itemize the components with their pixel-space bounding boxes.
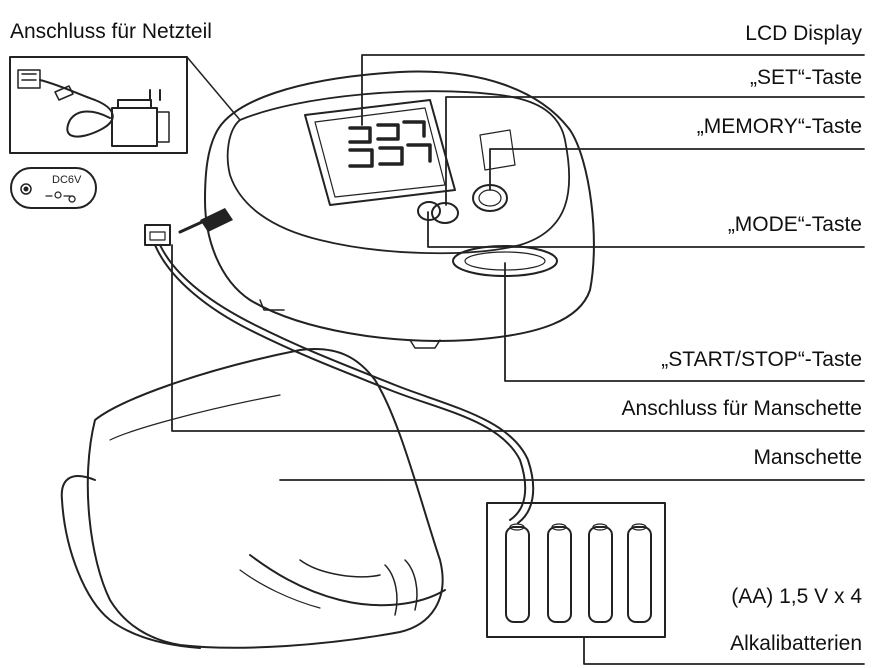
power-symbol-text: DC6V bbox=[52, 174, 82, 186]
label-mode-key: „MODE“-Taste bbox=[727, 213, 862, 236]
label-power-port: Anschluss für Netzteil bbox=[10, 20, 212, 43]
label-memory-key: „MEMORY“-Taste bbox=[696, 115, 862, 138]
tube bbox=[154, 244, 535, 524]
battery-box bbox=[486, 502, 666, 638]
label-start-stop-key: „START/STOP“-Taste bbox=[661, 348, 862, 371]
leader-lines bbox=[171, 54, 865, 665]
power-adapter-inset bbox=[9, 56, 241, 154]
power-symbol bbox=[10, 167, 97, 209]
label-battery-type: Alkalibatterien bbox=[730, 632, 862, 655]
cuff-connector bbox=[144, 208, 233, 246]
label-lcd-display: LCD Display bbox=[745, 22, 862, 45]
monitor-body bbox=[204, 70, 595, 349]
device-buttons bbox=[417, 184, 558, 277]
label-cuff-port: Anschluss für Manschette bbox=[621, 397, 862, 420]
label-cuff: Manschette bbox=[753, 446, 862, 469]
label-set-key: „SET“-Taste bbox=[749, 66, 862, 89]
cuff bbox=[60, 348, 446, 649]
lcd-screen bbox=[304, 99, 516, 206]
label-battery-spec: (AA) 1,5 V x 4 bbox=[731, 585, 862, 608]
